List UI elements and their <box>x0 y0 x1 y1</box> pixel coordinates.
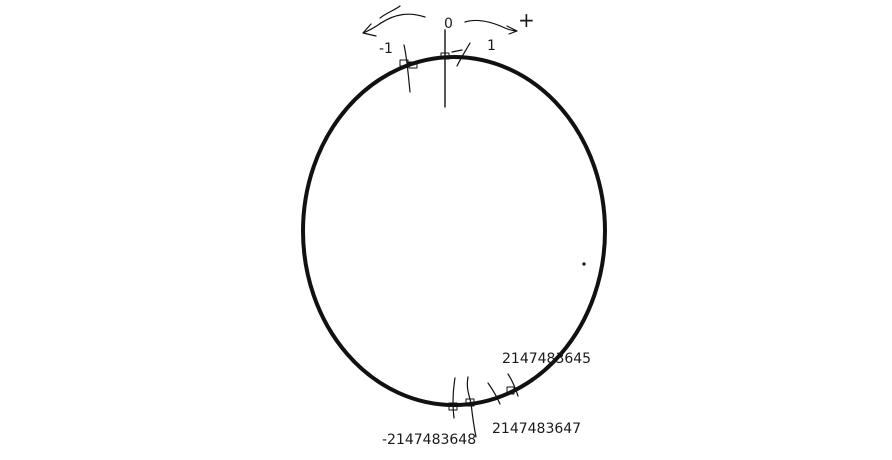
marker-max <box>465 398 475 407</box>
marker-min <box>448 402 458 411</box>
marker-max-minus-two <box>506 386 515 395</box>
number-ring <box>301 55 607 407</box>
marker-minus-one <box>399 59 409 67</box>
label-plus-sign: + <box>518 8 535 32</box>
label-one: 1 <box>487 38 496 54</box>
tick-min <box>452 377 456 419</box>
label-minus-one: -1 <box>379 41 393 57</box>
tick-max-minus-two <box>507 373 519 397</box>
tick-max-minus-one <box>487 382 501 405</box>
label-zero: 0 <box>444 16 453 32</box>
label-max: 2147483647 <box>492 421 581 437</box>
stray-dot <box>582 262 586 266</box>
label-max-minus-two: 2147483645 <box>502 351 591 367</box>
label-min: -2147483648 <box>382 432 476 448</box>
negative-direction-arrow <box>362 5 426 37</box>
marker-zero <box>440 52 450 60</box>
marker-minus-one-b <box>408 61 418 69</box>
tick-one <box>451 42 471 67</box>
positive-direction-arrow <box>464 19 518 35</box>
tick-max <box>466 376 477 438</box>
